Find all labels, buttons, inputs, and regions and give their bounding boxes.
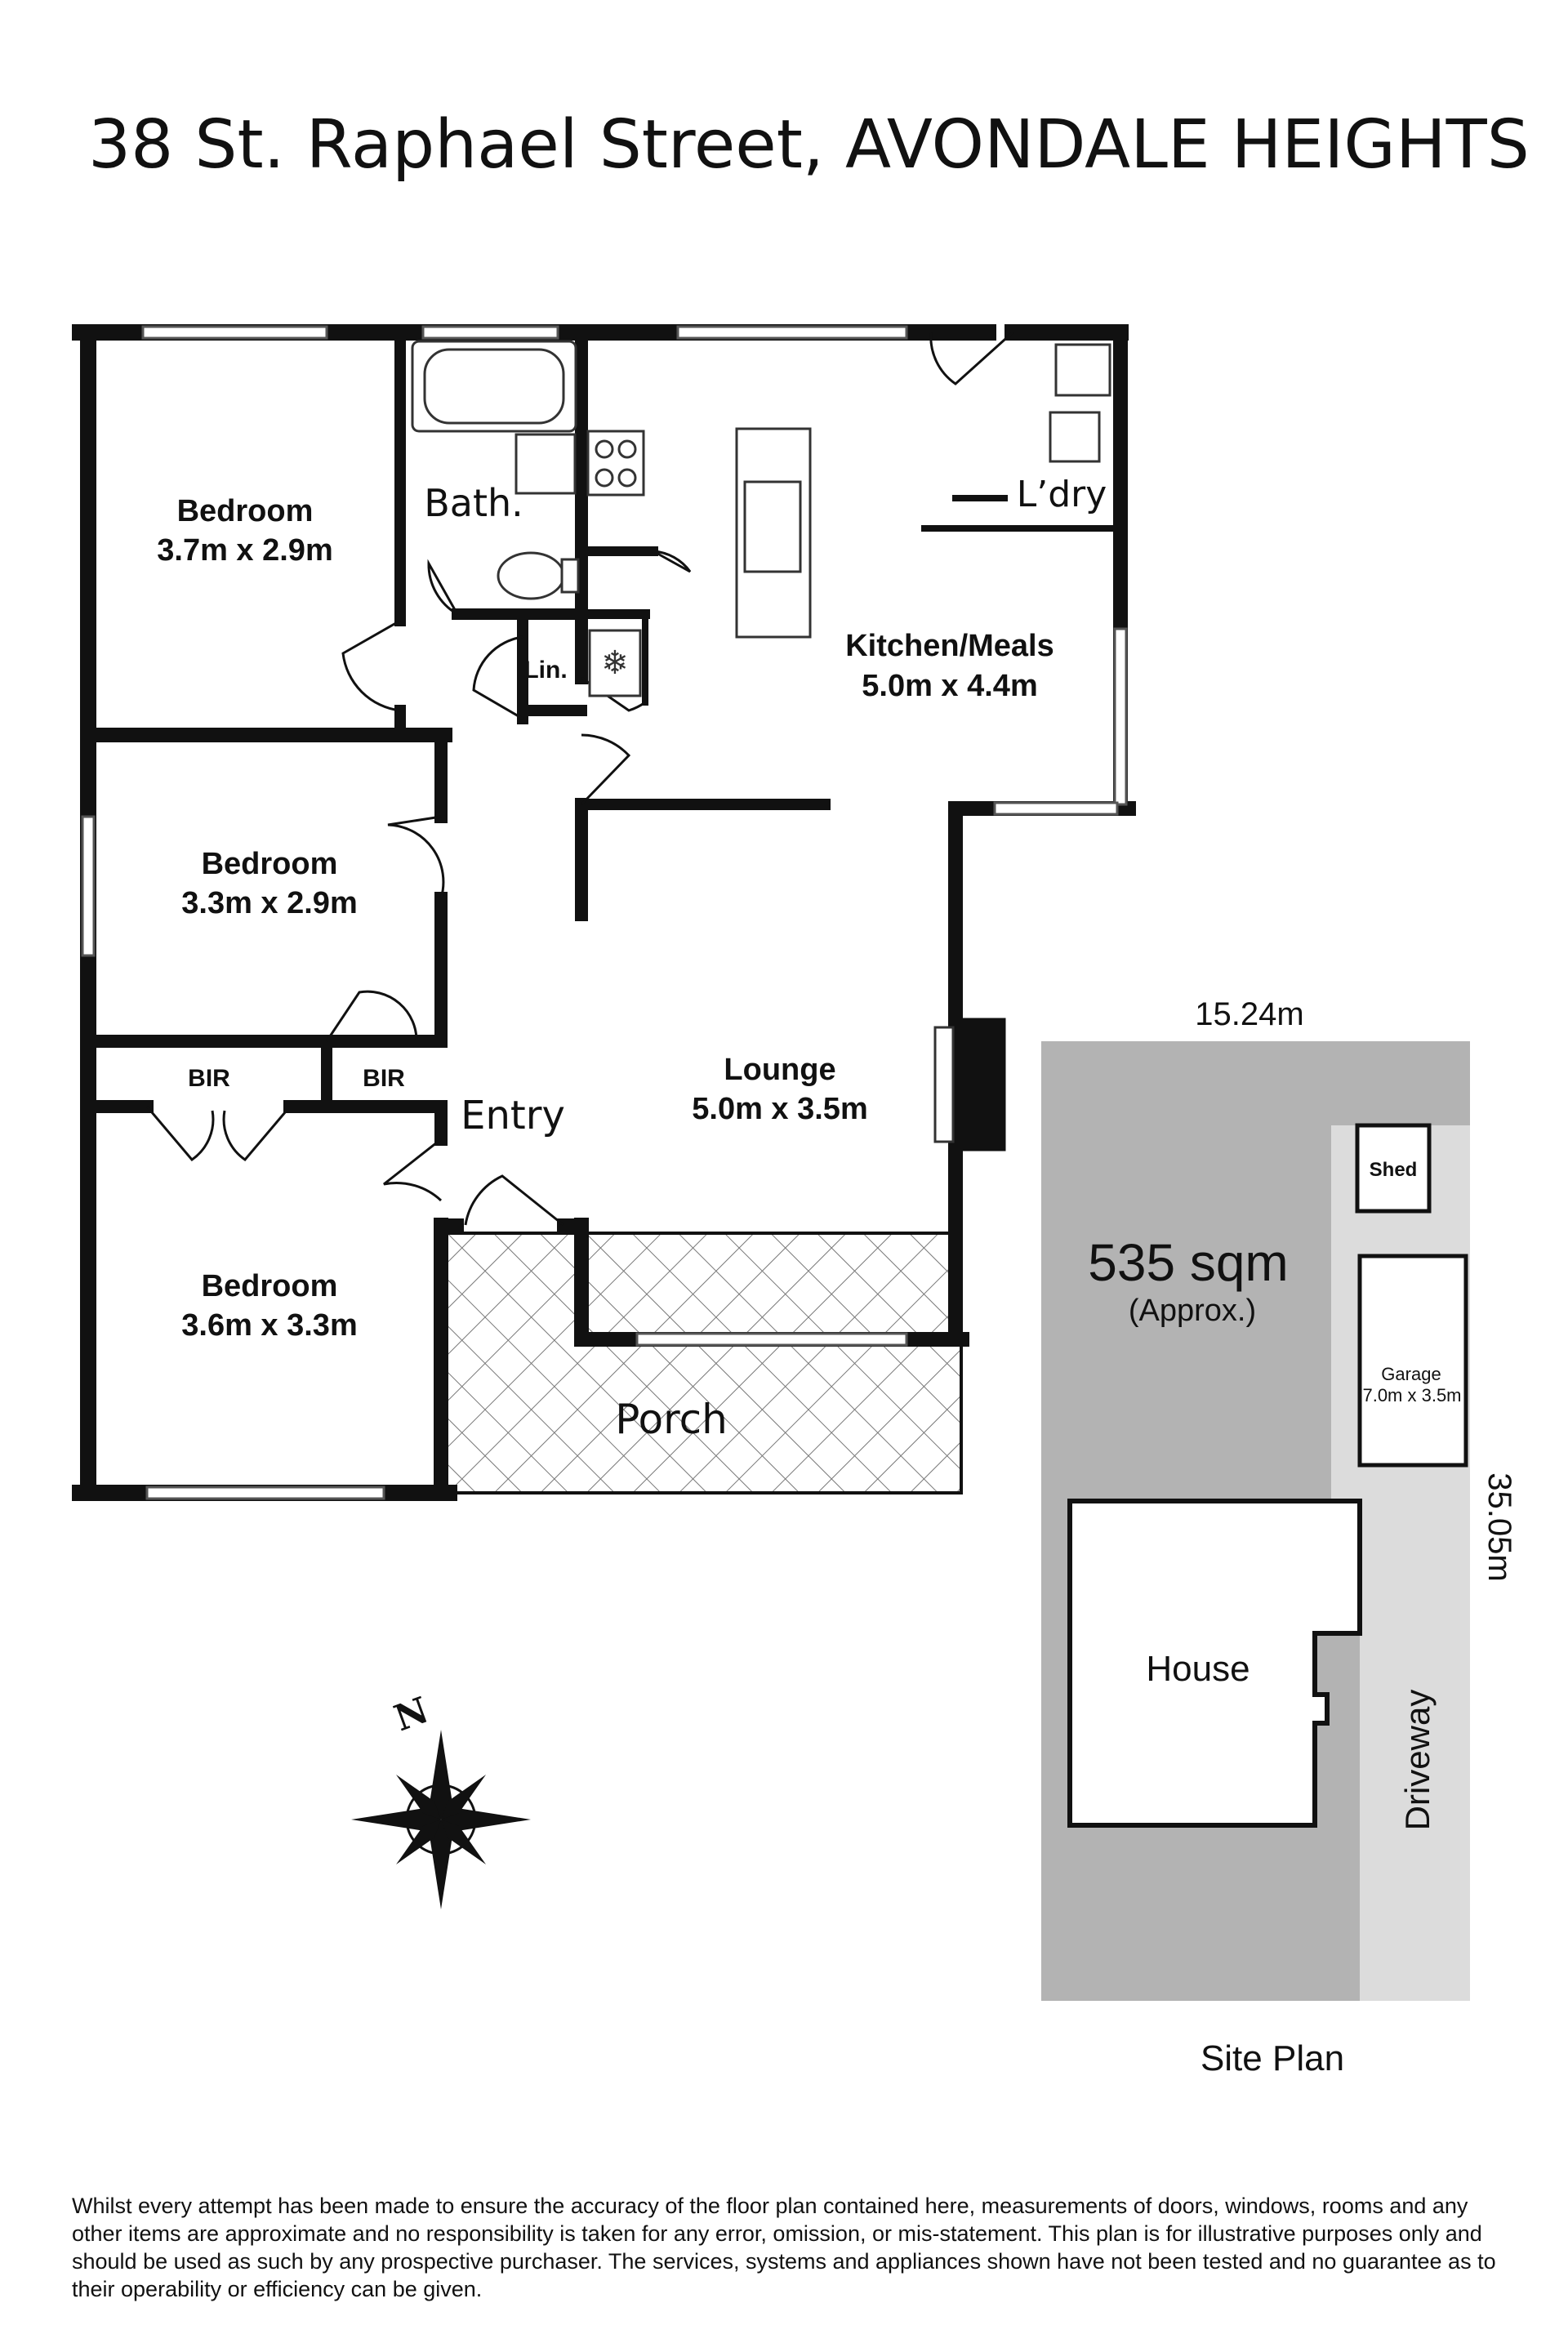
- site-depth-label: 35.05m: [1481, 1472, 1517, 1581]
- bedroom2-size: 3.3m x 2.9m: [181, 886, 357, 920]
- compass: N: [351, 1690, 531, 1909]
- fridge-icon: [588, 629, 642, 697]
- site-shed: [1355, 1123, 1432, 1214]
- entry-label: Entry: [461, 1093, 565, 1138]
- kitchen-name: Kitchen/Meals: [845, 629, 1054, 663]
- compass-north-label: N: [389, 1690, 434, 1740]
- linen-label: Lin.: [523, 657, 567, 684]
- porch-area: [445, 1232, 963, 1494]
- bedroom3-name: Bedroom: [202, 1269, 338, 1303]
- site-plan-title: Site Plan: [1200, 2038, 1344, 2078]
- site-plan: 15.24m 35.05m 535 sqm (Approx.) Shed Gar…: [1041, 996, 1517, 2078]
- site-frontage-label: 15.24m: [1195, 996, 1303, 1032]
- lounge-size: 5.0m x 3.5m: [692, 1092, 867, 1126]
- cooktop-icon: [586, 430, 645, 497]
- kitchen-size: 5.0m x 4.4m: [862, 669, 1037, 703]
- fireplace-icon: [962, 1018, 1006, 1152]
- washing-machine-icon: [1049, 411, 1101, 463]
- compass-needle-icon: [430, 1730, 452, 1820]
- bath-sink-icon: [514, 433, 577, 495]
- laundry-tub-icon: [1054, 343, 1111, 397]
- bedroom1-name: Bedroom: [177, 494, 314, 528]
- bath-label: Bath.: [424, 481, 523, 525]
- site-shed-label: Shed: [1370, 1159, 1418, 1181]
- bir-right-label: BIR: [363, 1065, 405, 1092]
- kitchen-sink-icon: [743, 480, 802, 573]
- door-swings: [145, 331, 1014, 1227]
- disclaimer-text: Whilst every attempt has been made to en…: [72, 2194, 1496, 2301]
- bedroom1-size: 3.7m x 2.9m: [157, 533, 332, 568]
- bir-left-label: BIR: [188, 1065, 230, 1092]
- toilet-icon: [497, 551, 565, 600]
- site-garage-size: 7.0m x 3.5m: [1362, 1385, 1461, 1405]
- site-garage: [1357, 1254, 1468, 1468]
- property-address-title: 38 St. Raphael Street, AVONDALE HEIGHTS: [88, 106, 1530, 184]
- windows: [81, 325, 1128, 1500]
- room-labels: Bedroom 3.7m x 2.9m Bedroom 3.3m x 2.9m …: [157, 474, 1107, 1443]
- site-driveway-label: Driveway: [1398, 1690, 1437, 1831]
- bedroom2-name: Bedroom: [202, 847, 338, 881]
- svg-text:❄: ❄: [601, 644, 629, 682]
- site-house-label: House: [1146, 1649, 1250, 1689]
- bedroom3-size: 3.6m x 3.3m: [181, 1308, 357, 1343]
- porch-label: Porch: [615, 1396, 728, 1443]
- fixtures: ❄: [411, 340, 1111, 1152]
- site-area-note: (Approx.): [1129, 1294, 1256, 1328]
- laundry-label: L’dry: [1017, 474, 1107, 515]
- lounge-name: Lounge: [724, 1053, 835, 1087]
- site-house: [1067, 1499, 1362, 1828]
- site-area-label: 535 sqm: [1088, 1233, 1288, 1292]
- site-garage-label: Garage: [1381, 1364, 1441, 1384]
